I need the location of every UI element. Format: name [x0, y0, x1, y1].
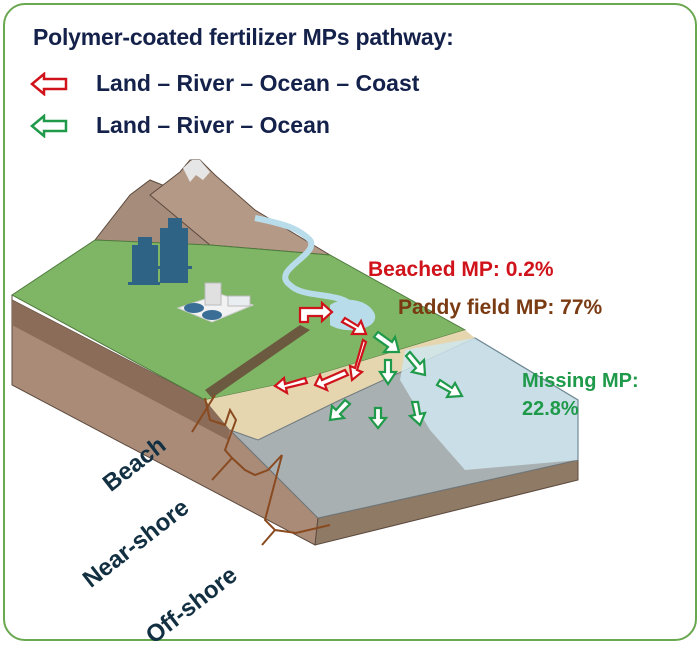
river	[254, 215, 358, 312]
green-left-arrow-icon	[30, 113, 68, 138]
city-buildings	[128, 218, 192, 285]
ocean-water	[400, 338, 578, 470]
beached-mp-label: Beached MP: 0.2%	[368, 258, 554, 281]
snow-cap	[183, 160, 210, 182]
legend-item-ocean: Land – River – Ocean	[30, 112, 330, 139]
red-pathway-arrows	[273, 300, 368, 396]
red-left-arrow-icon	[30, 71, 68, 96]
treatment-plant	[176, 282, 255, 323]
paddy-field-mp-label: Paddy field MP: 77%	[398, 296, 603, 319]
legend-item-coast: Land – River – Ocean – Coast	[30, 70, 419, 97]
zone-brackets	[191, 394, 331, 546]
legend-label-coast: Land – River – Ocean – Coast	[96, 70, 420, 96]
legend-label-ocean: Land – River – Ocean	[96, 112, 330, 138]
diagram-title: Polymer-coated fertilizer MPs pathway:	[33, 24, 454, 50]
green-pathway-arrows	[328, 330, 464, 430]
missing-mp-value: 22.8%	[522, 398, 579, 420]
paddy-field	[205, 325, 310, 398]
missing-mp-label: Missing MP:	[522, 370, 639, 392]
land-surface	[11, 239, 467, 401]
